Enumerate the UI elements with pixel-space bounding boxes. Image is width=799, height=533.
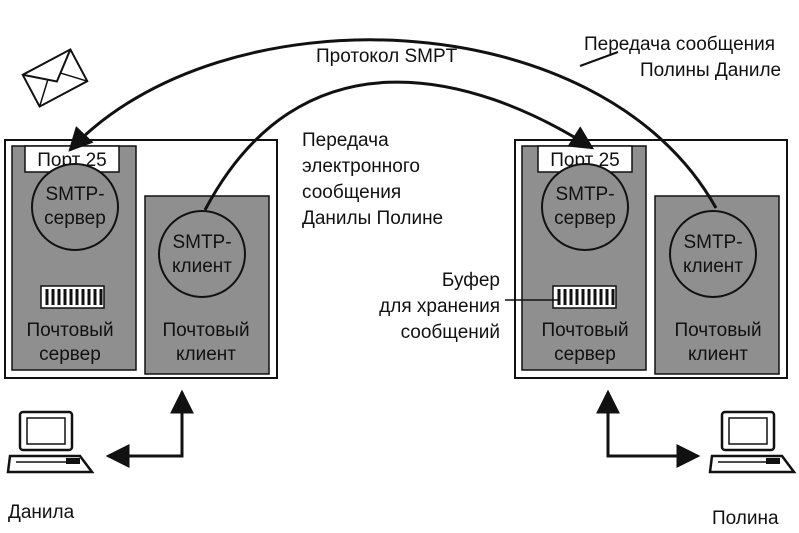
right-mail-server-label-line2: сервер — [554, 344, 616, 365]
right-mail-client-label-line1: Почтовый — [674, 320, 761, 341]
left-host: Порт 25 SMTP- сервер Почтовый сервер SMT… — [4, 139, 278, 379]
right-smtp-client-line2: клиент — [683, 256, 743, 277]
buffer-label-line1: Буфер — [442, 270, 500, 291]
transfer-center-line4: Данилы Полине — [302, 208, 443, 229]
left-user-name: Данила — [8, 502, 75, 523]
computer-icon — [708, 410, 797, 474]
left-user-connector — [105, 389, 194, 468]
left-mail-client-label-line1: Почтовый — [162, 320, 249, 341]
transfer-center-line2: электронного — [302, 156, 420, 177]
inner-arc-danila-to-polina — [203, 80, 595, 211]
right-mail-server-label-line1: Почтовый — [541, 320, 628, 341]
right-mail-client-label-line2: клиент — [688, 344, 748, 365]
right-user-connector — [596, 389, 701, 468]
message-buffer-icon — [40, 285, 105, 309]
right-smtp-server-line2: сервер — [554, 208, 616, 229]
left-mail-server-label-line1: Почтовый — [26, 320, 113, 341]
message-buffer-icon — [552, 285, 617, 309]
right-label-leader — [579, 51, 619, 67]
left-smtp-client-circle — [158, 210, 246, 298]
right-user-name: Полина — [712, 508, 779, 529]
left-smtp-client-line2: клиент — [172, 256, 232, 277]
right-smtp-client-circle — [669, 210, 757, 298]
outer-arc-polina-to-danila — [68, 38, 718, 209]
left-smtp-server-line2: сервер — [44, 208, 106, 229]
buffer-label-line2: для хранения — [379, 296, 500, 317]
right-host: Порт 25 SMTP- сервер Почтовый сервер SMT… — [514, 139, 788, 379]
transfer-center-line3: сообщения — [302, 182, 401, 203]
computer-icon — [6, 410, 95, 474]
envelope-icon — [21, 48, 89, 108]
left-smtp-server-circle — [31, 163, 119, 251]
right-smtp-client-line1: SMTP- — [683, 232, 742, 253]
right-smtp-server-circle — [541, 163, 629, 251]
right-port-label: Порт 25 — [550, 150, 620, 171]
left-mail-client-label-line2: клиент — [176, 344, 236, 365]
left-mail-server-label-line2: сервер — [39, 344, 101, 365]
transfer-right-line2: Полины Даниле — [640, 60, 781, 81]
right-smtp-server-line1: SMTP- — [555, 184, 614, 205]
left-smtp-server-line1: SMTP- — [45, 184, 104, 205]
transfer-center-line1: Передача — [302, 130, 389, 151]
buffer-label-line3: сообщений — [401, 322, 500, 343]
protocol-label: Протокол SMPT — [316, 46, 458, 67]
left-smtp-client-line1: SMTP- — [172, 232, 231, 253]
transfer-right-line1: Передача сообщения — [584, 34, 775, 55]
